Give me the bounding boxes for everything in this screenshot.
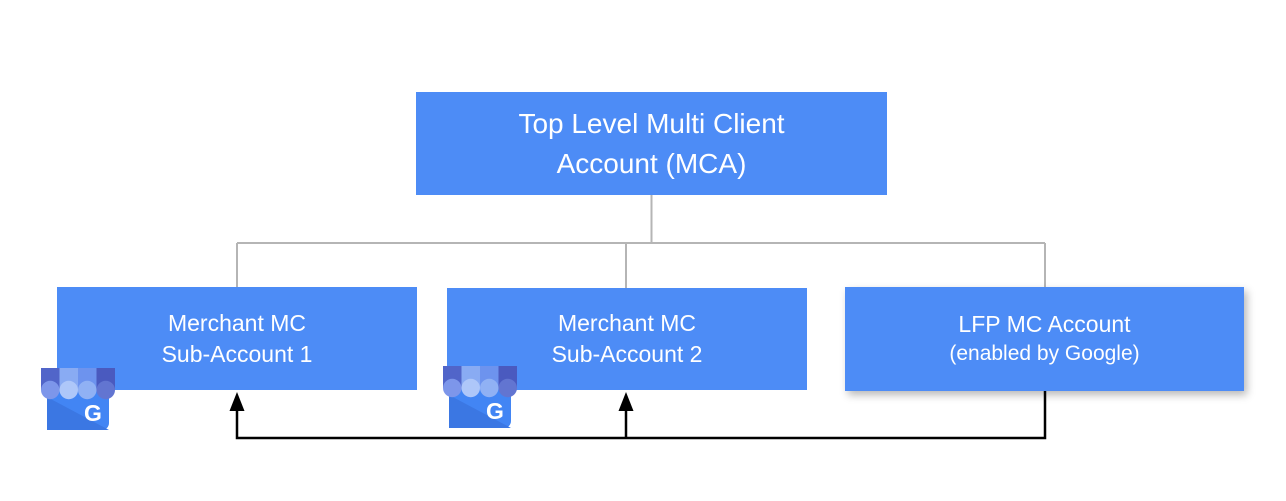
arrowhead-up-sub1 (229, 392, 245, 411)
google-g-letter: G (84, 400, 102, 426)
node-lfp-mc-account: LFP MC Account (enabled by Google) (845, 287, 1244, 391)
node-label-line: Account (MCA) (556, 147, 747, 179)
arrowhead-up-sub2 (618, 392, 634, 411)
node-label-line: Sub-Account 2 (551, 341, 703, 367)
node-label-line: LFP MC Account (958, 311, 1131, 337)
feed-arrowheads (229, 392, 634, 411)
node-label-line: Top Level Multi Client (518, 107, 785, 139)
store-awning (41, 368, 115, 400)
node-merchant-sub-account-1: Merchant MC Sub-Account 1 (57, 287, 417, 390)
store-awning (443, 366, 517, 398)
node-label-line: Merchant MC (557, 310, 697, 336)
node-label-line: (enabled by Google) (949, 342, 1140, 365)
store-fold (449, 395, 511, 428)
tree-connectors (236, 195, 1046, 288)
feed-arrows (235, 391, 1047, 440)
google-my-business-icon: G (41, 368, 115, 430)
google-my-business-icon: G (443, 366, 517, 428)
node-label-line: Merchant MC (167, 309, 307, 336)
node-label-line: Sub-Account 1 (161, 340, 313, 367)
feed-arrow-path-sub1 (235, 391, 1047, 440)
store-fold (47, 397, 109, 430)
google-g-letter: G (486, 398, 504, 424)
node-top-level-mca: Top Level Multi Client Account (MCA) (416, 92, 887, 195)
